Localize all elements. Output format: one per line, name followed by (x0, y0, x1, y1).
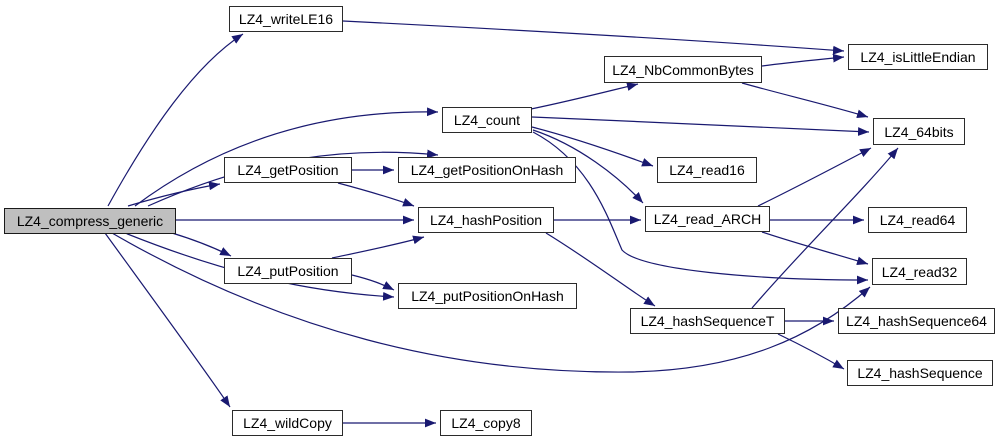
node-lz4-nb-common-bytes[interactable]: LZ4_NbCommonBytes (604, 56, 762, 83)
edge-LZ4_compress_generic-to-LZ4_getPosition (127, 181, 221, 207)
edge-LZ4_count-to-LZ4_read16 (531, 126, 654, 167)
edge-LZ4_NbCommonBytes-to-LZ4_isLittleEndian (761, 53, 845, 67)
edge-LZ4_hashPosition-to-LZ4_hashSequenceT (545, 232, 656, 307)
node-lz4-copy8[interactable]: LZ4_copy8 (440, 410, 532, 436)
edge-LZ4_compress_generic-to-LZ4_count (134, 107, 439, 207)
node-lz4-put-position-on-hash[interactable]: LZ4_putPositionOnHash (398, 283, 577, 309)
edge-LZ4_count-to-LZ4_NbCommonBytes (530, 82, 639, 110)
edge-LZ4_putPosition-to-LZ4_putPositionOnHash (351, 274, 395, 291)
node-lz4-write-le16[interactable]: LZ4_writeLE16 (229, 6, 343, 32)
edge-LZ4_read_ARCH-to-LZ4_64bits (757, 147, 872, 207)
node-lz4-is-little-endian[interactable]: LZ4_isLittleEndian (848, 44, 988, 70)
edge-LZ4_compress_generic-to-LZ4_read32 (111, 232, 871, 373)
edge-LZ4_count-to-LZ4_read_ARCH (532, 129, 644, 204)
node-lz4-compress-generic: LZ4_compress_generic (4, 208, 176, 234)
edge-LZ4_compress_generic-to-LZ4_writeLE16 (107, 33, 244, 207)
edge-LZ4_NbCommonBytes-to-LZ4_64bits (741, 82, 869, 119)
node-lz4-count[interactable]: LZ4_count (442, 107, 532, 133)
node-lz4-put-position[interactable]: LZ4_putPosition (224, 258, 352, 284)
edge-LZ4_count-to-LZ4_read32 (532, 131, 869, 285)
node-lz4-hash-position[interactable]: LZ4_hashPosition (418, 207, 554, 233)
node-lz4-hash-sequence-t[interactable]: LZ4_hashSequenceT (630, 308, 785, 334)
node-lz4-64bits[interactable]: LZ4_64bits (873, 118, 965, 145)
node-lz4-read-arch[interactable]: LZ4_read_ARCH (645, 206, 770, 232)
edge-LZ4_read_ARCH-to-LZ4_read32 (761, 231, 869, 265)
node-lz4-get-position[interactable]: LZ4_getPosition (224, 157, 352, 183)
node-lz4-get-position-on-hash[interactable]: LZ4_getPositionOnHash (398, 157, 576, 183)
edge-LZ4_putPosition-to-LZ4_hashPosition (331, 235, 425, 259)
node-lz4-hash-sequence[interactable]: LZ4_hashSequence (847, 360, 993, 386)
edge-LZ4_compress_generic-to-LZ4_putPosition (171, 232, 232, 257)
node-lz4-hash-sequence64[interactable]: LZ4_hashSequence64 (838, 308, 995, 334)
edge-LZ4_hashSequenceT-to-LZ4_hashSequence (777, 333, 845, 370)
node-lz4-wild-copy[interactable]: LZ4_wildCopy (232, 410, 343, 436)
node-lz4-read64[interactable]: LZ4_read64 (868, 207, 967, 233)
edge-LZ4_count-to-LZ4_64bits (531, 116, 870, 136)
edge-LZ4_getPosition-to-LZ4_hashPosition (337, 182, 415, 207)
edge-LZ4_hashSequenceT-to-LZ4_64bits (751, 147, 899, 309)
node-lz4-read16[interactable]: LZ4_read16 (657, 157, 757, 183)
node-lz4-read32[interactable]: LZ4_read32 (872, 258, 967, 285)
edge-LZ4_writeLE16-to-LZ4_isLittleEndian (342, 20, 845, 55)
edge-LZ4_compress_generic-to-LZ4_wildCopy (104, 232, 231, 408)
